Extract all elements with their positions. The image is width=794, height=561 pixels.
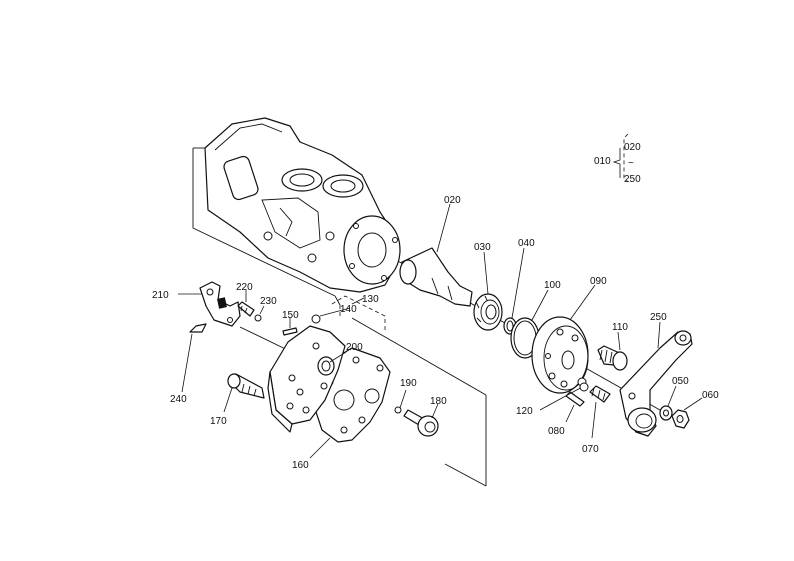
bolt-110 <box>597 331 628 371</box>
washer-050 <box>659 385 677 421</box>
label-050: 050 <box>672 376 689 387</box>
part-labels: 010 020 ~ 250 020 030 040 100 090 110 25… <box>152 142 719 471</box>
legend-from-label: 020 <box>624 142 641 153</box>
plug-180 <box>403 403 439 437</box>
label-080: 080 <box>548 426 565 437</box>
pin-240 <box>181 323 207 393</box>
label-100: 100 <box>544 280 561 291</box>
label-200: 200 <box>346 342 363 353</box>
label-220: 220 <box>236 282 253 293</box>
label-040: 040 <box>518 238 535 249</box>
label-230: 230 <box>260 296 277 307</box>
label-150: 150 <box>282 310 299 321</box>
label-060: 060 <box>702 390 719 401</box>
legend-bracket <box>612 133 629 183</box>
gear-030 <box>473 251 503 331</box>
label-110: 110 <box>612 322 628 333</box>
label-120: 120 <box>516 406 533 417</box>
ring-130-140 <box>311 297 365 324</box>
label-090: 090 <box>590 276 607 287</box>
label-190: 190 <box>400 378 417 389</box>
pump-housing <box>204 117 401 293</box>
label-170: 170 <box>210 416 227 427</box>
cover-disc-090 <box>531 284 596 394</box>
pointer-120 <box>539 382 589 411</box>
label-020: 020 <box>444 195 461 206</box>
label-030: 030 <box>474 242 491 253</box>
legend-to-label: 250 <box>624 174 641 185</box>
screw-220 <box>237 290 255 317</box>
label-130: 130 <box>362 294 379 305</box>
label-240: 240 <box>170 394 187 405</box>
lever-250 <box>619 321 693 437</box>
ring-190 <box>394 389 407 414</box>
label-070: 070 <box>582 444 599 455</box>
ring-230 <box>254 305 265 322</box>
pin-080 <box>565 391 585 423</box>
label-180: 180 <box>430 396 447 407</box>
shaft-020 <box>399 203 473 307</box>
legend-tilde: ~ <box>628 158 634 169</box>
label-250: 250 <box>650 312 667 323</box>
bolt-170 <box>223 373 265 413</box>
label-210: 210 <box>152 290 169 301</box>
pin-150 <box>282 318 298 336</box>
label-140: 140 <box>340 304 357 315</box>
legend-ref-label: 010 <box>594 156 611 167</box>
screw-070 <box>589 385 611 439</box>
label-160: 160 <box>292 460 309 471</box>
dashed-bracket <box>331 295 386 330</box>
bracket-210 <box>178 281 241 327</box>
nut-060 <box>671 397 703 429</box>
side-cover-plate <box>267 325 347 433</box>
